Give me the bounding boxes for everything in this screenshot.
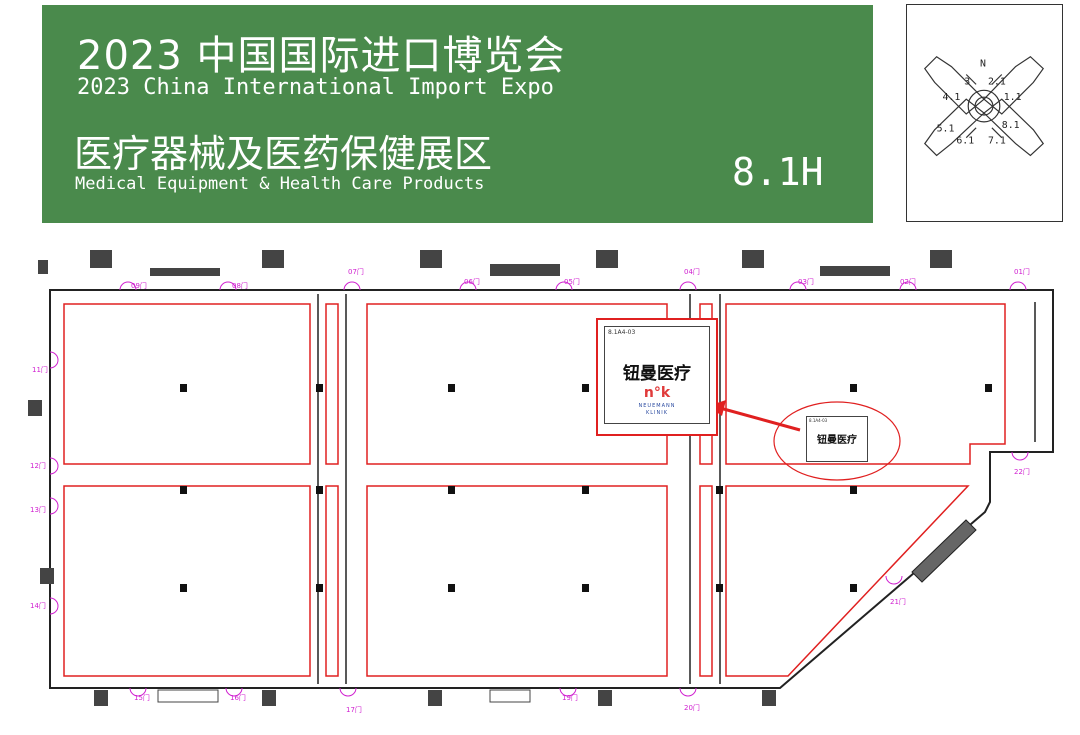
minimap-hall-2-1: 2.1	[988, 76, 1006, 87]
expo-title-cn: 2023 中国国际进口博览会	[77, 33, 566, 79]
gate-21-label: 21门	[890, 597, 906, 606]
escalator	[911, 519, 977, 583]
expo-title-en: 2023 China International Import Expo	[77, 75, 554, 100]
gate-20-label: 20门	[684, 703, 700, 712]
logo-wordmark-line2: KLINIK	[645, 410, 669, 416]
gate-07-label: 07门	[348, 267, 364, 276]
zone-title-cn: 医疗器械及医药保健展区	[74, 132, 493, 176]
floorplan-graphic: 09门 08门 07门 06门 05门 04门 03门 02门 01门 11门 …	[28, 250, 1054, 714]
bottom-service-units	[94, 689, 776, 706]
booth-id: 8.1A4-03	[608, 329, 636, 336]
gate-04-label: 04门	[684, 267, 700, 276]
gate-11-label: 11门	[32, 365, 48, 374]
company-logo-icon: n°k	[643, 385, 671, 401]
gate-22-label: 22门	[1014, 467, 1030, 476]
gate-12-label: 12门	[30, 461, 46, 470]
minimap-hall-4-1: 4.1	[943, 92, 961, 103]
minimap-north-label: N	[980, 59, 986, 70]
gate-15-label: 15门	[134, 693, 150, 702]
minimap-hall-7-1: 7.1	[988, 136, 1006, 147]
booth-detail-card[interactable]: 8.1A4-03 钮曼医疗 n°k NEUEMANN KLINIK	[596, 318, 718, 436]
booth-detail-frame: 8.1A4-03 钮曼医疗 n°k NEUEMANN KLINIK	[604, 326, 710, 424]
booth-pointer-arrow	[708, 400, 801, 432]
gate-arcs	[49, 281, 1029, 697]
top-service-units	[90, 250, 952, 276]
left-service-units	[28, 260, 54, 584]
expo-banner: 2023 中国国际进口博览会 2023 China International …	[42, 5, 873, 223]
gate-08-label: 08门	[232, 281, 248, 290]
booth-on-plan-id: 8.1A4-03	[809, 418, 828, 423]
booth-highlight-ellipse	[773, 401, 901, 481]
gate-14-label: 14门	[30, 601, 46, 610]
minimap-hall-8-1: 8.1	[1002, 120, 1020, 131]
pillars	[180, 384, 992, 592]
gate-13-label: 13门	[30, 505, 46, 514]
minimap-hall-5-1: 5.1	[937, 124, 955, 135]
booth-name: 钮曼医疗	[623, 364, 691, 384]
gate-19-label: 19门	[562, 693, 578, 702]
gate-05-label: 05门	[564, 277, 580, 286]
gate-03-label: 03门	[798, 277, 814, 286]
minimap-hall-1-1: 1.1	[1004, 92, 1022, 103]
booth-on-plan-name: 钮曼医疗	[817, 435, 857, 446]
hall-code: 8.1H	[732, 150, 824, 194]
booth-zones	[63, 303, 1006, 677]
hall-outer-wall	[49, 289, 1054, 689]
gate-17-label: 17门	[346, 705, 362, 714]
minimap-graphic: N 3 2.1 4.1 1.1 5.1 8.1 6.1 7.1	[923, 55, 1045, 157]
booth-on-plan[interactable]: 8.1A4-03 钮曼医疗	[806, 416, 868, 462]
minimap-hall-6-1: 6.1	[956, 136, 974, 147]
gate-01-label: 01门	[1014, 267, 1030, 276]
venue-minimap: N 3 2.1 4.1 1.1 5.1 8.1 6.1 7.1	[906, 4, 1063, 222]
minimap-hall-3: 3	[964, 76, 970, 87]
zone-title-en: Medical Equipment & Health Care Products	[75, 174, 485, 194]
hall-floorplan: 09门 08门 07门 06门 05门 04门 03门 02门 01门 11门 …	[0, 232, 1080, 735]
gate-02-label: 02门	[900, 277, 916, 286]
gate-06-label: 06门	[464, 277, 480, 286]
gate-09-label: 09门	[131, 281, 147, 290]
logo-wordmark-line1: NEUEMANN	[638, 403, 676, 409]
gate-16-label: 16门	[230, 693, 246, 702]
